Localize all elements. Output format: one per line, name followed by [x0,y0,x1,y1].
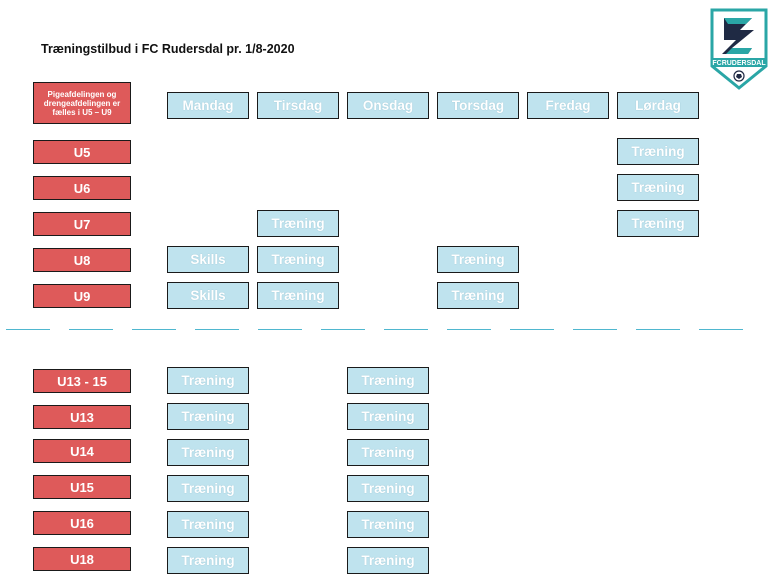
session-u18-onsdag: Træning [347,547,429,574]
day-header-fredag: Fredag [527,92,609,119]
separator-segment [258,329,302,330]
session-u13-15-onsdag: Træning [347,367,429,394]
separator-segment [6,329,50,330]
session-u13-15-mandag: Træning [167,367,249,394]
svg-text:FCRUDERSDAL: FCRUDERSDAL [712,60,766,67]
separator-segment [195,329,239,330]
day-header-onsdag: Onsdag [347,92,429,119]
session-u16-mandag: Træning [167,511,249,538]
session-u15-mandag: Træning [167,475,249,502]
session-u8-torsdag: Træning [437,246,519,273]
session-u7-tirsdag: Træning [257,210,339,237]
separator-segment [510,329,554,330]
fc-rudersdal-logo: FCRUDERSDAL [710,8,768,90]
separator-segment [573,329,617,330]
separator-segment [636,329,680,330]
team-label-u14: U14 [33,439,131,463]
team-label-u8: U8 [33,248,131,272]
team-label-u13-15: U13 - 15 [33,369,131,393]
team-label-u7: U7 [33,212,131,236]
team-section-note: Pigeafdelingen og drengeafdelingen er fæ… [33,82,131,124]
session-u9-torsdag: Træning [437,282,519,309]
separator-segment [69,329,113,330]
session-u8-tirsdag: Træning [257,246,339,273]
session-u15-onsdag: Træning [347,475,429,502]
team-label-u6: U6 [33,176,131,200]
separator-segment [447,329,491,330]
session-u7-lordag: Træning [617,210,699,237]
session-u13-mandag: Træning [167,403,249,430]
session-u6-lordag: Træning [617,174,699,201]
team-label-u16: U16 [33,511,131,535]
team-label-u9: U9 [33,284,131,308]
session-u9-mandag: Skills [167,282,249,309]
team-label-u15: U15 [33,475,131,499]
session-u14-onsdag: Træning [347,439,429,466]
session-u16-onsdag: Træning [347,511,429,538]
session-u14-mandag: Træning [167,439,249,466]
separator-segment [384,329,428,330]
day-header-torsdag: Torsdag [437,92,519,119]
day-header-lordag: Lørdag [617,92,699,119]
team-label-u13: U13 [33,405,131,429]
session-u18-mandag: Træning [167,547,249,574]
session-u9-tirsdag: Træning [257,282,339,309]
team-label-u5: U5 [33,140,131,164]
session-u5-lordag: Træning [617,138,699,165]
separator-segment [321,329,365,330]
session-u13-onsdag: Træning [347,403,429,430]
page-title: Træningstilbud i FC Rudersdal pr. 1/8-20… [41,42,295,56]
separator-segment [132,329,176,330]
day-header-mandag: Mandag [167,92,249,119]
day-header-tirsdag: Tirsdag [257,92,339,119]
session-u8-mandag: Skills [167,246,249,273]
separator-segment [699,329,743,330]
team-label-u18: U18 [33,547,131,571]
